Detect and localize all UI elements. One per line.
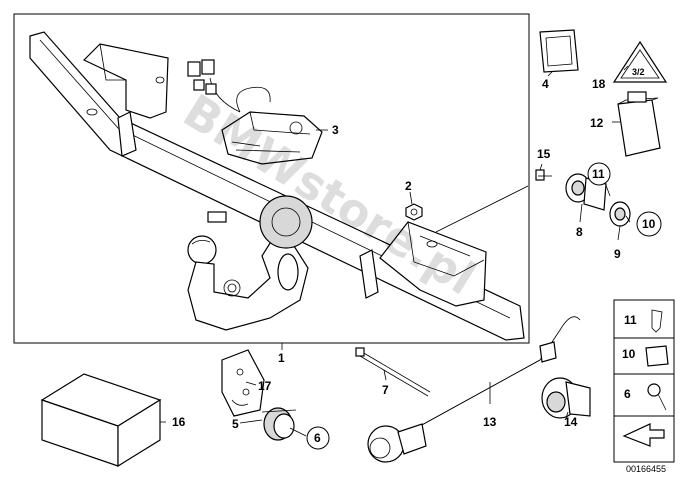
legend-item-6: 6 (624, 387, 631, 401)
svg-text:3/2: 3/2 (632, 67, 645, 77)
cap-part-9 (609, 201, 631, 227)
label-part-4 (539, 29, 579, 73)
socket-part-14 (541, 377, 591, 419)
left-mounting-bracket (82, 43, 169, 119)
right-mounting-bracket (379, 221, 487, 307)
callout-10-circle (636, 211, 662, 237)
screw-part-15 (535, 169, 552, 181)
callout-12: 12 (590, 116, 604, 130)
ball-neck (187, 195, 313, 331)
legend-item-10: 10 (622, 347, 636, 361)
legend-item-11: 11 (624, 313, 637, 327)
callout-8: 8 (576, 225, 583, 239)
cable-tie-part-7 (355, 347, 431, 397)
callout-17: 17 (258, 379, 272, 393)
callout-4: 4 (542, 77, 549, 91)
wiring-harness-part-13 (367, 316, 581, 463)
callout-13: 13 (483, 415, 497, 429)
socket-part-8 (565, 173, 607, 211)
callout-3: 3 (332, 123, 339, 137)
callout-16: 16 (172, 415, 186, 429)
callout-1: 1 (278, 351, 285, 365)
callout-2: 2 (405, 179, 412, 193)
nut-part-2 (405, 203, 423, 221)
control-motor (187, 59, 323, 165)
callout-5: 5 (232, 417, 239, 431)
callout-11-circle (587, 162, 611, 186)
assembly-frame (13, 13, 530, 344)
callout-14: 14 (564, 415, 578, 429)
box-part-16 (40, 373, 162, 468)
control-unit-part-12 (617, 91, 661, 157)
callout-6-circle (306, 426, 330, 450)
callout-9: 9 (614, 247, 621, 261)
callout-7: 7 (382, 383, 389, 397)
callout-11: 11 (592, 167, 605, 181)
warning-sticker-part-18: 3/2 (612, 40, 668, 83)
callout-18: 18 (592, 77, 606, 91)
socket-part-5 (261, 407, 297, 441)
bracket-plate-part-17 (221, 349, 265, 417)
diagram-id: 00166455 (626, 464, 666, 474)
callout-15: 15 (537, 147, 551, 161)
callout-10: 10 (642, 217, 656, 231)
callout-6: 6 (314, 431, 321, 445)
fastener-legend (613, 299, 675, 463)
